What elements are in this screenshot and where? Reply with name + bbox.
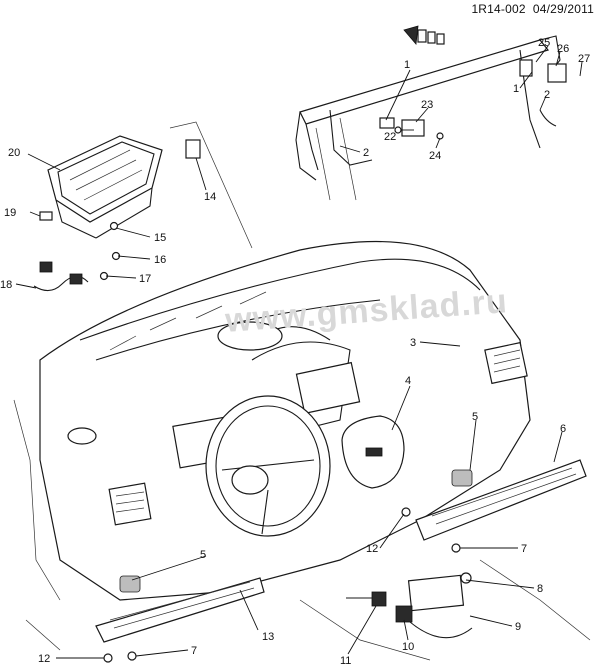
driver-airbag [341, 415, 405, 489]
callout-10: 10 [402, 641, 414, 653]
callout-12-right: 12 [366, 543, 378, 555]
callout-20: 20 [8, 147, 20, 159]
callout-2-left: 2 [363, 147, 369, 159]
callout-1-right: 1 [513, 83, 519, 95]
figure-date: 04/29/2011 [532, 2, 594, 16]
callout-leader-lines [15, 45, 583, 659]
callout-5-left: 5 [200, 549, 206, 561]
callout-15: 15 [154, 232, 166, 244]
callout-1-top: 1 [404, 59, 410, 71]
callout-5-right: 5 [472, 411, 478, 423]
callout-11: 11 [340, 655, 351, 667]
front-direction-arrow-icon [403, 25, 445, 45]
callout-14: 14 [204, 191, 216, 203]
callout-4: 4 [405, 375, 411, 387]
callout-24: 24 [429, 150, 441, 162]
callout-27: 27 [578, 53, 590, 65]
trim-fasteners [103, 543, 461, 663]
callout-18: 18 [0, 279, 12, 291]
left-lower-trim-panel [95, 575, 265, 643]
passenger-airbag-module [47, 135, 201, 239]
callout-25: 25 [538, 37, 550, 49]
air-vents [67, 341, 528, 526]
airbag-explode-guide [169, 121, 253, 249]
callout-labels: 1 1 2 2 3 4 5 5 6 7 7 8 9 10 11 12 12 13… [0, 37, 590, 667]
callout-9: 9 [515, 621, 521, 633]
callout-13: 13 [262, 631, 274, 643]
callout-17: 17 [139, 273, 151, 285]
callout-2-right: 2 [544, 89, 550, 101]
callout-6: 6 [560, 423, 566, 435]
callout-7-left: 7 [191, 645, 197, 657]
steering-wheel [205, 395, 331, 537]
callout-26: 26 [557, 43, 569, 55]
right-lower-trim-panel [415, 459, 587, 541]
callout-7-right: 7 [521, 543, 527, 555]
callout-16: 16 [154, 254, 166, 266]
callout-3: 3 [410, 337, 416, 349]
body-structure-lines [13, 399, 591, 661]
callout-12-left: 12 [38, 653, 50, 665]
callout-22: 22 [384, 131, 396, 143]
figure-header: 1R14-002 04/29/2011 [471, 2, 594, 16]
callout-23: 23 [421, 99, 433, 111]
callout-8: 8 [537, 583, 543, 595]
callout-19: 19 [4, 207, 16, 219]
figure-id: 1R14-002 [471, 2, 526, 16]
airbag-harness-and-fasteners [33, 211, 121, 292]
